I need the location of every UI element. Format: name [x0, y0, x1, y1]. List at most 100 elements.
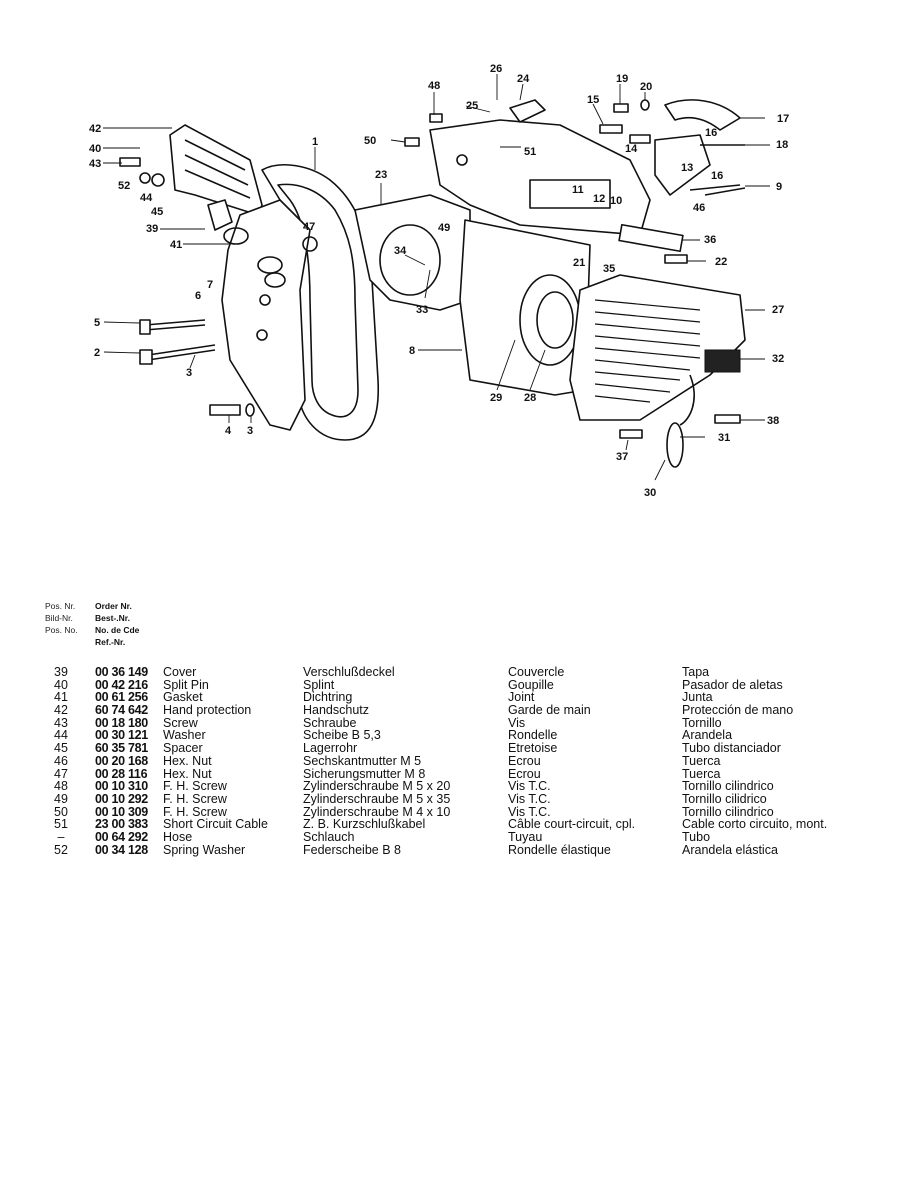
pos-cell: 45 — [54, 741, 68, 756]
callout: 12 — [593, 193, 605, 205]
header-row: Bild-Nr. Best-.Nr. — [45, 612, 245, 624]
pos-cell: 46 — [54, 753, 68, 768]
english-description-cell: Hand protection — [163, 703, 252, 718]
french-description-cell: Etretoise — [508, 741, 558, 756]
callout: 14 — [625, 143, 638, 155]
callout: 8 — [409, 345, 415, 357]
order-number-cell: 00 34 128 — [95, 842, 148, 857]
order-number-cell: 00 61 256 — [95, 690, 148, 705]
order-number-cell: 00 64 292 — [95, 829, 148, 844]
english-description-cell: Spacer — [163, 741, 203, 756]
french-description-cell: Vis — [508, 715, 526, 730]
pos-label: Bild-Nr. — [45, 613, 73, 623]
english-description-cell: Washer — [163, 728, 206, 743]
pos-cell: 52 — [54, 842, 68, 857]
fan-cover-drawing — [569, 274, 746, 421]
german-description-cell: Dichtring — [303, 690, 353, 705]
spanish-description-cell: Pasador de aletas — [682, 677, 783, 692]
order-number-cell: 00 28 116 — [95, 766, 148, 781]
german-description-cell: Scheibe B 5,3 — [303, 728, 381, 743]
callout: 49 — [438, 222, 450, 234]
german-description-cell: Schlauch — [303, 829, 355, 844]
french-description-cell: Joint — [508, 690, 535, 705]
pos-label — [45, 636, 95, 648]
german-description-cell: Sicherungsmutter M 8 — [303, 766, 426, 781]
callout: 18 — [776, 139, 788, 151]
callout: 25 — [466, 100, 478, 112]
order-number-cell: 60 74 642 — [95, 703, 148, 718]
callout: 42 — [89, 123, 101, 135]
pos-cell: 41 — [54, 690, 68, 705]
callout: 19 — [616, 73, 628, 85]
callout: 24 — [517, 73, 530, 85]
english-description-cell: Hose — [163, 829, 193, 844]
pos-cell: 39 — [54, 665, 68, 679]
starter-housing-drawing — [459, 219, 591, 396]
order-label: Order Nr. — [95, 601, 132, 611]
spanish-description-cell: Tapa — [682, 665, 710, 679]
english-description-cell: F. H. Screw — [163, 804, 227, 819]
spanish-description-cell: Arandela — [682, 728, 733, 743]
callout: 37 — [616, 451, 628, 463]
table-row: 50 00 10 309 F. H. Screw Zylinderschraube M… — [45, 804, 905, 819]
callout: 2 — [94, 347, 100, 359]
french-description-cell: Ecrou — [508, 766, 541, 781]
callout: 20 — [640, 81, 652, 93]
spanish-description-cell: Tornillo cilidrico — [682, 791, 767, 806]
callout: 33 — [416, 304, 428, 316]
exploded-parts-diagram: 1 2 3 3 4 5 6 7 8 9 10 11 12 13 14 15 16… — [89, 63, 789, 499]
callout: 41 — [170, 239, 182, 251]
header-row: Pos. Nr. Order Nr. — [45, 600, 245, 612]
callout: 44 — [140, 192, 153, 204]
german-description-cell: Federscheibe B 8 — [303, 842, 401, 857]
order-number-cell: 00 10 292 — [95, 791, 148, 806]
callout: 40 — [89, 143, 101, 155]
french-description-cell: Vis T.C. — [508, 791, 551, 806]
callout: 16 — [705, 127, 717, 139]
order-number-cell: 00 18 180 — [95, 715, 148, 730]
english-description-cell: Gasket — [163, 690, 203, 705]
pos-cell: 48 — [54, 779, 68, 794]
pos-cell: 51 — [54, 817, 68, 832]
french-description-cell: Garde de main — [508, 703, 591, 718]
pos-cell: 42 — [54, 703, 68, 718]
pos-cell: 50 — [54, 804, 68, 819]
english-description-cell: Hex. Nut — [163, 753, 212, 768]
pos-cell: 44 — [54, 728, 68, 743]
top-shroud-drawing — [429, 119, 651, 236]
callout: 3 — [247, 425, 253, 437]
english-description-cell: Short Circuit Cable — [163, 817, 268, 832]
german-description-cell: Zylinderschraube M 4 x 10 — [303, 804, 451, 819]
callout: 13 — [681, 162, 693, 174]
callout: 47 — [303, 221, 315, 233]
english-description-cell: F. H. Screw — [163, 791, 227, 806]
callout-labels: 1 2 3 3 4 5 6 7 8 9 10 11 12 13 14 15 16… — [89, 63, 789, 499]
callout: 48 — [428, 80, 440, 92]
pos-cell: – — [57, 829, 65, 844]
spanish-description-cell: Arandela elástica — [682, 842, 778, 857]
callout: 10 — [610, 195, 622, 207]
english-description-cell: F. H. Screw — [163, 779, 227, 794]
front-handle-inner — [277, 183, 359, 418]
german-description-cell: Zylinderschraube M 5 x 35 — [303, 791, 451, 806]
callout: 28 — [524, 392, 536, 404]
callout: 32 — [772, 353, 784, 365]
english-description-cell: Spring Washer — [163, 842, 246, 857]
callout: 50 — [364, 135, 376, 147]
german-description-cell: Handschutz — [303, 703, 370, 718]
callout: 6 — [195, 290, 201, 302]
order-number-cell: 00 10 309 — [95, 804, 148, 819]
callout: 9 — [776, 181, 782, 193]
callout: 51 — [524, 146, 536, 158]
spanish-description-cell: Tubo — [682, 829, 711, 844]
